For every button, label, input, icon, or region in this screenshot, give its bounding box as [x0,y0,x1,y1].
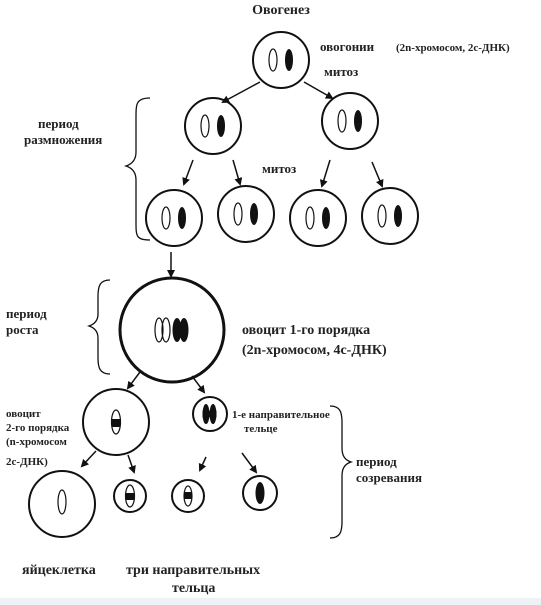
polar-body-4 [242,475,278,511]
arrow-2a-left [182,159,194,186]
oogonium-cell [252,31,310,89]
arrow-2b-right [371,161,384,188]
period-reproduction-label-2: размножения [24,132,102,147]
oocyte2-label-4: 2с-ДНК) [6,456,48,468]
diagram-title: Овогенез [252,3,310,18]
three-polar-label-2: тельца [172,581,215,596]
oocyte2-label-3: (n-хромосом [6,436,67,448]
oogonia-label: овогонии [320,39,375,54]
brace-growth [86,279,111,375]
mitosis-top-label: митоз [324,64,358,79]
arrow-polar1-right [241,452,258,474]
period-maturation-label-1: период [356,454,397,469]
arrow-polar1-left [198,456,207,472]
period-reproduction-label-1: период [38,116,79,131]
oogonium-cell-3a [145,189,203,247]
polar1-label-2: тельце [244,423,278,435]
oogonium-cell-3c [289,189,347,247]
egg-cell [28,470,96,538]
oocyte1-cell [118,276,226,384]
oocyte2-label-2: 2-го порядка [6,422,70,434]
oogonium-cell-3b [217,185,275,243]
arrow-oogonium-left [221,81,261,103]
polar1-label-1: 1-е направительное [232,409,330,421]
arrow-oocyte1-left [126,371,141,390]
arrow-oocyte1-right [191,375,206,394]
arrow-oocyte2-left [80,450,97,468]
oocyte1-label-1: овоцит 1-го порядка [242,323,370,338]
three-polar-label-1: три направительных [126,563,260,578]
oogonium-cell-2a [184,97,242,155]
egg-label: яйцеклетка [22,563,96,578]
oocyte2-cell [82,388,150,456]
arrow-oocyte2-right [127,454,136,474]
mitosis-mid-label: митоз [262,161,296,176]
oocyte2-label-1: овоцит [6,408,41,420]
polar-body-2 [113,479,147,513]
period-growth-label-2: роста [6,322,39,337]
brace-maturation [329,405,354,539]
oogonium-cell-2b [321,92,379,150]
polar-body-1 [192,396,228,432]
polar-body-3 [171,479,205,513]
oogonia-detail-label: (2n-хромосом, 2с-ДНК) [396,42,510,54]
arrow-2a-right [232,159,243,186]
brace-reproduction [123,97,151,241]
arrow-oogonium-right [303,81,334,99]
period-maturation-label-2: созревания [356,470,422,485]
period-growth-label-1: период [6,306,47,321]
arrow-2b-left [319,159,331,188]
bottom-strip [0,598,541,605]
oocyte1-label-2: (2n-хромосом, 4с-ДНК) [242,343,387,358]
oogonium-cell-3d [361,187,419,245]
